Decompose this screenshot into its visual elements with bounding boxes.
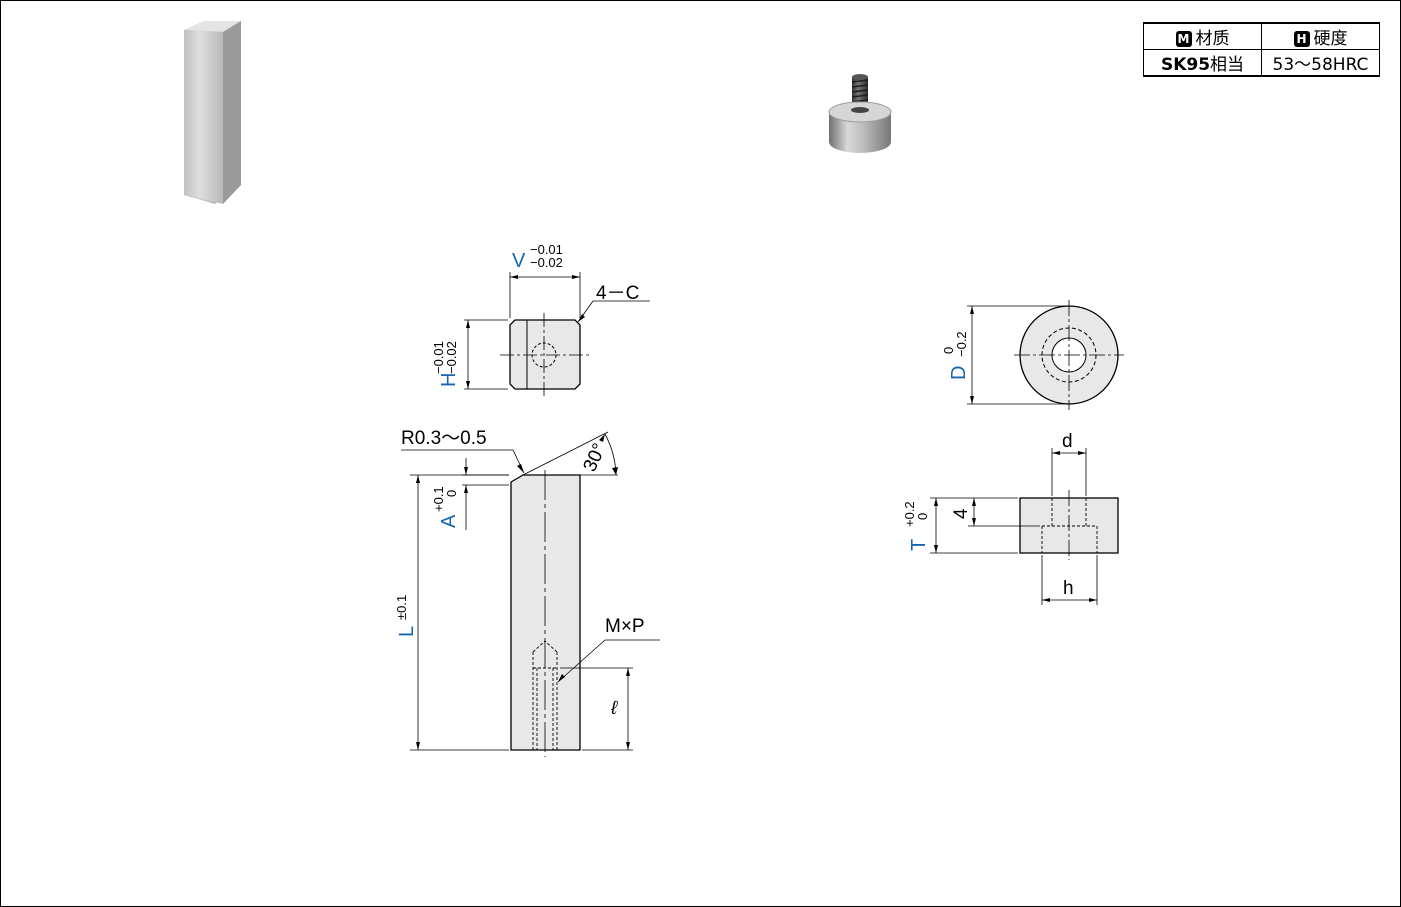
angle-label: 30° [579,440,610,475]
hardness-value: 53～58HRC [1261,49,1380,77]
d-inner-dimension-label: d [1062,431,1073,452]
d-outer-tolerance-upper: 0 [941,347,956,354]
t-tolerance-lower: 0 [915,513,930,520]
plug-photo [828,74,892,153]
bar-photo [184,21,241,204]
v-tolerance-upper: −0.01 [530,242,563,257]
h-tolerance-upper: −0.01 [431,341,446,374]
d-outer-dimension-label: D [948,366,970,380]
radius-label: R0.3～0.5 [401,428,487,449]
h-dimension-label: H [438,373,460,387]
chamfer-label: 4－C [596,283,639,304]
a-dimension-label: A [438,514,460,528]
l-tolerance: ±0.1 [394,595,409,620]
a-tolerance-upper: +0.1 [431,486,446,512]
plug-side-view [930,448,1119,605]
hardness-header: 硬度 [1313,29,1348,49]
a-tolerance-lower: 0 [444,490,459,497]
four-dimension-label: 4 [951,508,972,519]
material-header: 材质 [1195,29,1230,49]
h-inner-dimension-label: h [1063,578,1074,599]
thread-depth-label: ℓ [610,698,618,719]
side-view [401,431,660,757]
t-tolerance-upper: +0.2 [902,501,917,527]
plug-top-view [967,300,1124,410]
h-tolerance-lower: −0.02 [444,341,459,374]
material-badge-icon: M [1175,31,1192,47]
thread-label: M×P [605,616,645,637]
hardness-badge-icon: H [1293,31,1310,47]
material-value: SK95 [1160,55,1211,75]
v-tolerance-lower: −0.02 [530,255,563,270]
material-value-cell: SK95相当 [1143,49,1262,77]
l-dimension-label: L [396,626,418,637]
t-dimension-label: T [908,539,930,551]
material-value-suffix: 相当 [1210,55,1245,75]
v-dimension-label: V [512,250,526,272]
d-outer-tolerance-lower: −0.2 [954,331,969,357]
spec-value-row: SK95相当 53～58HRC [1143,49,1380,77]
front-view [464,272,650,398]
